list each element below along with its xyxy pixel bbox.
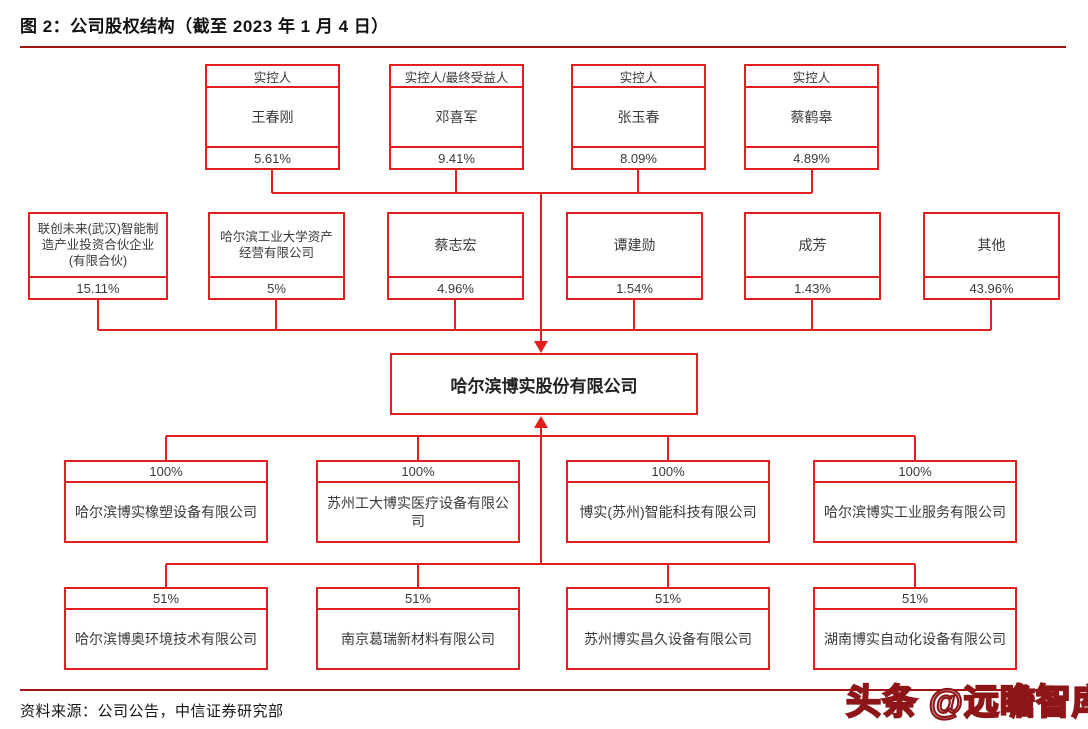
figure-title: 图 2：公司股权结构（截至 2023 年 1 月 4 日） [20, 17, 389, 36]
company-name: 哈尔滨博实股份有限公司 [450, 376, 638, 396]
shareholder-pct: 4.89% [746, 146, 877, 168]
shareholder-box-mid-5: 成芳 1.43% [744, 212, 881, 300]
subsidiary-name: 哈尔滨博实工业服务有限公司 [824, 503, 1006, 520]
shareholder-pct: 5% [210, 276, 343, 298]
subsidiary-box-100-4: 100% 哈尔滨博实工业服务有限公司 [813, 460, 1017, 543]
shareholder-pct: 43.96% [925, 276, 1058, 298]
shareholder-name: 王春刚 [251, 108, 294, 125]
subsidiary-pct: 100% [318, 462, 518, 483]
subsidiary-pct: 51% [815, 589, 1015, 610]
subsidiary-pct: 51% [66, 589, 266, 610]
shareholder-pct: 5.61% [207, 146, 338, 168]
company-box: 哈尔滨博实股份有限公司 [390, 353, 698, 415]
subsidiary-pct: 100% [568, 462, 768, 483]
source-note: 资料来源：公司公告，中信证券研究部 [20, 703, 284, 720]
subsidiary-name: 苏州工大博实医疗设备有限公司 [327, 494, 509, 529]
shareholder-name: 哈尔滨工业大学资产经营有限公司 [220, 229, 333, 260]
subsidiary-box-51-2: 51% 南京葛瑞新材料有限公司 [316, 587, 520, 670]
shareholder-pct: 1.43% [746, 276, 879, 298]
shareholder-name: 成芳 [798, 236, 827, 253]
shareholder-pct: 15.11% [30, 276, 166, 298]
shareholder-role: 实控人 [573, 66, 704, 88]
shareholder-name: 蔡志宏 [434, 236, 477, 253]
subsidiary-name: 苏州博实昌久设备有限公司 [584, 630, 752, 647]
shareholder-box-top-1: 实控人 王春刚 5.61% [205, 64, 340, 170]
shareholder-role: 实控人/最终受益人 [391, 66, 522, 88]
shareholder-box-mid-4: 谭建勋 1.54% [566, 212, 703, 300]
footer-rule [20, 689, 1066, 691]
shareholder-name: 联创未来(武汉)智能制造产业投资合伙企业(有限合伙) [37, 221, 159, 269]
subsidiary-box-51-3: 51% 苏州博实昌久设备有限公司 [566, 587, 770, 670]
shareholder-box-top-2: 实控人/最终受益人 邓喜军 9.41% [389, 64, 524, 170]
shareholder-pct: 8.09% [573, 146, 704, 168]
subsidiary-pct: 100% [815, 462, 1015, 483]
down-arrow-icon [534, 341, 548, 353]
up-arrow-icon [534, 416, 548, 428]
subsidiary-box-51-1: 51% 哈尔滨博奥环境技术有限公司 [64, 587, 268, 670]
subsidiary-pct: 100% [66, 462, 266, 483]
shareholder-role: 实控人 [746, 66, 877, 88]
shareholder-pct: 4.96% [389, 276, 522, 298]
shareholder-box-top-4: 实控人 蔡鹤皋 4.89% [744, 64, 879, 170]
subsidiary-box-51-4: 51% 湖南博实自动化设备有限公司 [813, 587, 1017, 670]
subsidiary-name: 哈尔滨博实橡塑设备有限公司 [75, 503, 257, 520]
subsidiary-pct: 51% [318, 589, 518, 610]
shareholder-box-mid-3: 蔡志宏 4.96% [387, 212, 524, 300]
shareholder-role: 实控人 [207, 66, 338, 88]
subsidiary-name: 博实(苏州)智能科技有限公司 [579, 503, 757, 520]
subsidiary-box-100-3: 100% 博实(苏州)智能科技有限公司 [566, 460, 770, 543]
shareholder-name: 邓喜军 [435, 108, 478, 125]
subsidiary-box-100-1: 100% 哈尔滨博实橡塑设备有限公司 [64, 460, 268, 543]
subsidiary-name: 湖南博实自动化设备有限公司 [824, 630, 1006, 647]
subsidiary-name: 哈尔滨博奥环境技术有限公司 [75, 630, 257, 647]
shareholder-pct: 1.54% [568, 276, 701, 298]
shareholder-name: 张玉春 [617, 108, 660, 125]
shareholder-pct: 9.41% [391, 146, 522, 168]
shareholder-box-mid-1: 联创未来(武汉)智能制造产业投资合伙企业(有限合伙) 15.11% [28, 212, 168, 300]
title-rule [20, 46, 1066, 48]
watermark: 头条 @远瞻智库 [845, 682, 1088, 723]
shareholder-box-top-3: 实控人 张玉春 8.09% [571, 64, 706, 170]
subsidiary-pct: 51% [568, 589, 768, 610]
shareholder-box-mid-6: 其他 43.96% [923, 212, 1060, 300]
subsidiary-name: 南京葛瑞新材料有限公司 [341, 630, 495, 647]
shareholder-name: 其他 [977, 236, 1006, 253]
subsidiary-box-100-2: 100% 苏州工大博实医疗设备有限公司 [316, 460, 520, 543]
shareholder-name: 蔡鹤皋 [790, 108, 833, 125]
shareholder-box-mid-2: 哈尔滨工业大学资产经营有限公司 5% [208, 212, 345, 300]
shareholder-name: 谭建勋 [613, 236, 656, 253]
